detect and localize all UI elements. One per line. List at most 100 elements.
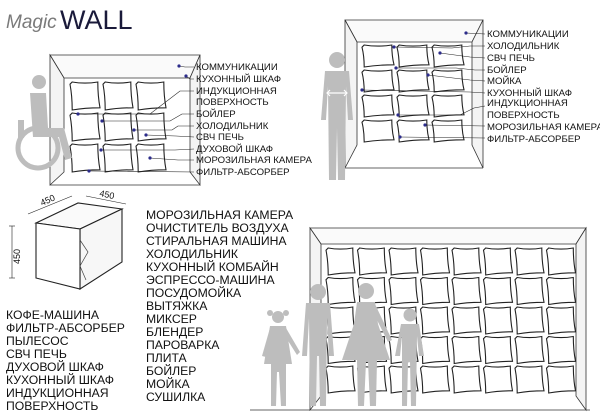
wall-2-label: ХОЛОДИЛЬНИК [487, 41, 560, 52]
wall-1-label: БОЙЛЕР [196, 108, 236, 120]
appliance-item: СТИРАЛЬНАЯ МАШИНА [146, 234, 287, 248]
wall-2 [321, 19, 484, 180]
wall-module-cell [431, 44, 465, 68]
appliance-item: ФИЛЬТР-АБСОРБЕР [6, 321, 125, 335]
girl-figure [262, 310, 300, 406]
wall-2-label: КУХОННЫЙ ШКАФ [487, 87, 572, 99]
wall-module-cell [545, 276, 577, 306]
wall-module-cell [451, 276, 482, 306]
appliance-item: КОФЕ-МАШИНА [6, 308, 100, 322]
wall-module-cell [69, 143, 101, 173]
wall-module-cell [69, 81, 101, 111]
wall-1-leader-lines [78, 65, 195, 173]
logo-wall: WALL [60, 5, 133, 35]
wall-module-cell [102, 81, 134, 111]
logo: Magic WALL [6, 5, 133, 35]
wall-module-cell [419, 335, 451, 365]
wall-module-cell [325, 276, 356, 306]
wall-1-grid [69, 81, 167, 173]
wall-module-cell [69, 112, 101, 142]
wall-module-cell [514, 306, 545, 335]
wall-module-cell [514, 335, 545, 365]
wall-module-cell [514, 276, 545, 306]
appliance-item: ОЧИСТИТЕЛЬ ВОЗДУХА [146, 221, 289, 235]
wall-1-label: ФИЛЬТР-АБСОРБЕР [196, 167, 290, 178]
appliance-item: ПЛИТА [146, 351, 188, 365]
wall-1-markers [76, 64, 188, 173]
wall-module-cell [356, 247, 388, 276]
wall-module-cell [396, 69, 430, 93]
appliance-item: ИНДУКЦИОННАЯ [6, 386, 109, 400]
wall-module-cell [419, 365, 451, 394]
wall-module-cell [482, 335, 514, 365]
wall-module-cell [545, 306, 577, 335]
wall-2-leader-lines [361, 32, 486, 139]
appliance-item: СВЧ ПЕЧЬ [6, 347, 67, 361]
logo-magic: Magic [6, 12, 57, 33]
appliance-item: ХОЛОДИЛЬНИК [146, 247, 239, 261]
wall-module-cell [451, 365, 482, 394]
wall-module-cell [451, 306, 482, 335]
wall-module-cell [396, 44, 430, 68]
wall-1-label: ПОВЕРХНОСТЬ [196, 97, 269, 108]
wall-2-label: КОММУНИКАЦИИ [487, 29, 569, 40]
family-figures [262, 283, 424, 406]
appliance-item: СУШИЛКА [146, 390, 206, 404]
dimension-depth: 450 [99, 188, 116, 201]
appliance-item: БЛЕНДЕР [146, 325, 203, 339]
wall-module-cell [419, 247, 451, 276]
dimension-width: 450 [39, 193, 57, 208]
wall-2-label: ИНДУКЦИОННАЯ [487, 98, 568, 109]
appliance-item: БОЙЛЕР [146, 363, 196, 378]
wall-2-label: СВЧ ПЕЧЬ [487, 53, 535, 64]
appliance-item: МОЙКА [146, 376, 190, 391]
appliance-item: МИКСЕР [146, 312, 197, 326]
wall-module-cell [325, 247, 356, 276]
appliance-item: КУХОННЫЙ ШКАФ [6, 372, 114, 387]
appliance-list-left: КОФЕ-МАШИНА ФИЛЬТР-АБСОРБЕР ПЫЛЕСОС СВЧ … [6, 308, 125, 413]
wall-module-cell [388, 276, 419, 306]
wall-2-label-list: КОММУНИКАЦИИ ХОЛОДИЛЬНИК СВЧ ПЕЧЬ БОЙЛЕР… [487, 29, 600, 145]
wall-1-label: МОРОЗИЛЬНАЯ КАМЕРА [196, 155, 312, 166]
wall-1-label: СВЧ ПЕЧЬ [196, 132, 244, 143]
woman-figure [342, 283, 392, 406]
dimension-height: 450 [12, 249, 22, 264]
large-wall [250, 226, 590, 412]
wall-1-label: КОММУНИКАЦИИ [196, 62, 278, 73]
wall-module-cell [102, 112, 134, 142]
wall-module-cell [388, 247, 419, 276]
wall-module-cell [419, 306, 451, 335]
wall-module-cell [396, 94, 430, 118]
boy-figure [395, 308, 424, 406]
wall-module-cell [482, 247, 514, 276]
wall-module-cell [361, 44, 395, 68]
wall-module-cell [135, 112, 167, 142]
appliance-item: ПЫЛЕСОС [6, 334, 69, 348]
wall-module-cell [514, 247, 545, 276]
wall-2-grid [361, 44, 465, 143]
appliance-item: КУХОННЫЙ КОМБАЙН [146, 259, 279, 274]
wall-1 [15, 53, 201, 187]
wall-module-cell [545, 365, 577, 394]
wall-module-cell [451, 247, 482, 276]
appliance-item: ВЫТЯЖКА [146, 299, 208, 313]
wall-module-cell [102, 143, 134, 173]
wall-1-label: ДУХОВОЙ ШКАФ [196, 143, 273, 155]
wall-module-cell [361, 119, 395, 143]
appliance-item: ПОВЕРХНОСТЬ [6, 399, 98, 413]
wall-module-cell [325, 365, 356, 394]
wall-1-label: ИНДУКЦИОННАЯ [196, 86, 277, 97]
wall-module-cell [514, 365, 545, 394]
wall-1-label-list: КОММУНИКАЦИИ КУХОННЫЙ ШКАФ ИНДУКЦИОННАЯ … [196, 62, 312, 178]
wall-2-label: БОЙЛЕР [487, 64, 527, 76]
wall-2-label: ФИЛЬТР-АБСОРБЕР [487, 134, 581, 145]
wall-2-markers [360, 31, 468, 139]
wall-module-cell [482, 276, 514, 306]
wall-2-label: МОЙКА [487, 75, 522, 87]
wall-2-label: МОРОЗИЛЬНАЯ КАМЕРА [487, 122, 600, 133]
appliance-item: МОРОЗИЛЬНАЯ КАМЕРА [146, 208, 294, 222]
wall-module-cell [451, 335, 482, 365]
wall-module-cell [135, 81, 167, 111]
appliance-list-center: МОРОЗИЛЬНАЯ КАМЕРА ОЧИСТИТЕЛЬ ВОЗДУХА СТ… [146, 208, 294, 404]
